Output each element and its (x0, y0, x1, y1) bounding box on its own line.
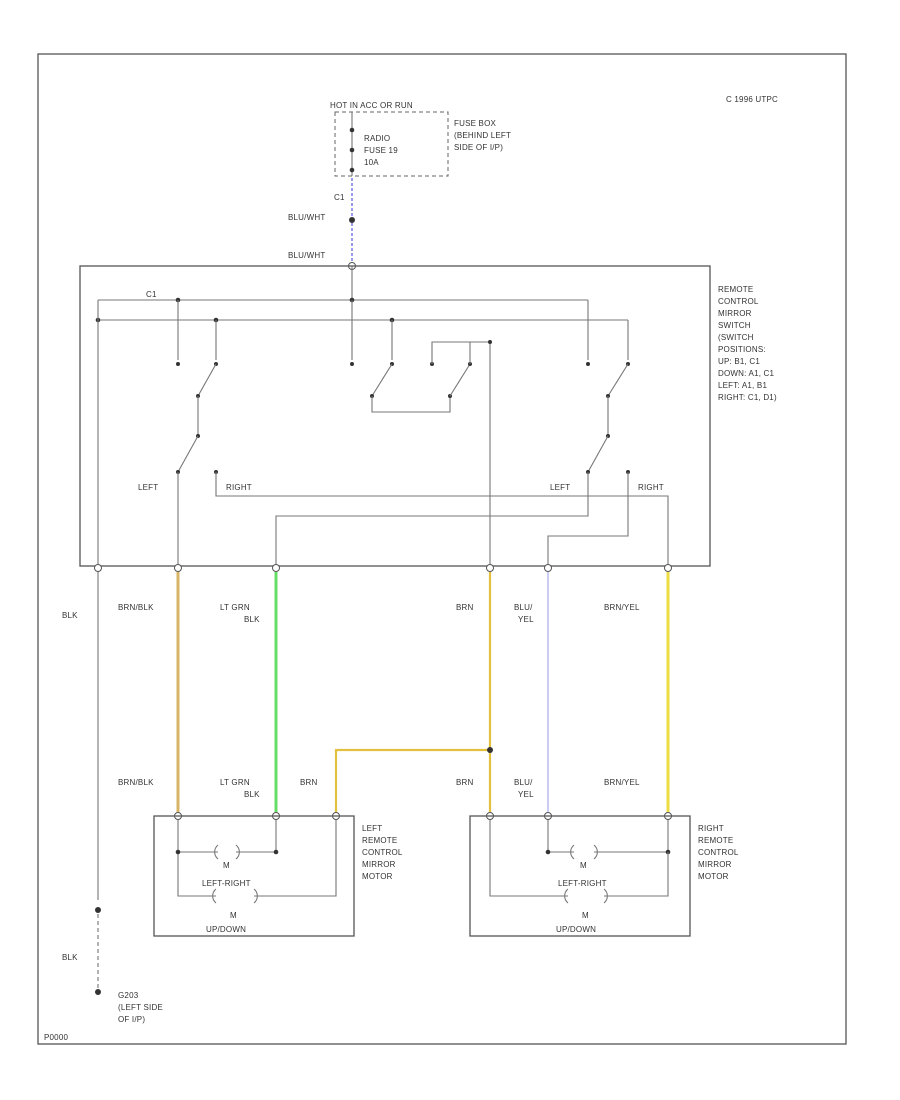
switch-left-label-1: LEFT (138, 483, 158, 492)
lt-grn-wire-label-top-1: LT GRN (220, 603, 250, 612)
fuse-box-label-line-1: FUSE BOX (454, 119, 497, 128)
left-motor-label-3: CONTROL (362, 848, 403, 857)
switch-label-3: MIRROR (718, 309, 752, 318)
lt-grn-wire-label-top-2: BLK (244, 615, 260, 624)
blu-yel-wire-label-bottom-1: BLU/ (514, 778, 533, 787)
fuse-box-label-line-3: SIDE OF I/P) (454, 143, 503, 152)
left-motor-label-2: REMOTE (362, 836, 397, 845)
outer-frame (37, 53, 847, 1045)
switch-label-9: LEFT: A1, B1 (718, 381, 767, 390)
switch-label-6: POSITIONS: (718, 345, 766, 354)
brn-yel-wire-label-top: BRN/YEL (604, 603, 640, 612)
left-motor-label-1: LEFT (362, 824, 382, 833)
feed-wire: C1 BLU/WHT BLU/WHT (288, 178, 356, 270)
switch-label-7: UP: B1, C1 (718, 357, 760, 366)
ground-location-label-2: OF I/P) (118, 1015, 145, 1024)
diagram-code-label: P0000 (44, 1033, 68, 1042)
switch-label-1: REMOTE (718, 285, 753, 294)
fuse-label-line-1: RADIO (364, 134, 390, 143)
right-motor-m-1: M (580, 861, 587, 870)
right-motor-label-1: RIGHT (698, 824, 724, 833)
power-source-label: HOT IN ACC OR RUN (330, 101, 413, 110)
brn-yel-wire-label-bottom: BRN/YEL (604, 778, 640, 787)
switch-pin-label: C1 (146, 290, 157, 299)
left-mirror-motor: M LEFT-RIGHT M UP/DOWN LEFT REMOTE CONTR… (153, 815, 403, 937)
fuse-box: RADIO FUSE 19 10A FUSE BOX (BEHIND LEFT … (334, 111, 511, 177)
right-motor-label-3: CONTROL (698, 848, 739, 857)
right-motor-label-5: MOTOR (698, 872, 729, 881)
brn-left-motor-label: BRN (300, 778, 318, 787)
left-motor-m-1: M (223, 861, 230, 870)
left-motor-label-4: MIRROR (362, 860, 396, 869)
fuse-label-line-2: FUSE 19 (364, 146, 398, 155)
switch-label-10: RIGHT: C1, D1) (718, 393, 777, 402)
right-motor-m-2: M (582, 911, 589, 920)
left-motor-m-2: M (230, 911, 237, 920)
remote-control-mirror-switch: REMOTE CONTROL MIRROR SWITCH (SWITCH POS… (79, 265, 777, 567)
switch-label-2: CONTROL (718, 297, 759, 306)
fuse-label-line-3: 10A (364, 158, 379, 167)
switch-label-4: SWITCH (718, 321, 751, 330)
source-pin-label: C1 (334, 193, 345, 202)
ground-wire-color-upper: BLK (62, 611, 78, 620)
switch-left-label-2: LEFT (550, 483, 570, 492)
copyright-label: C 1996 UTPC (726, 95, 778, 104)
right-motor-label-4: MIRROR (698, 860, 732, 869)
ground-id-label: G203 (118, 991, 139, 1000)
brn-wire-label-top: BRN (456, 603, 474, 612)
left-motor-left-right-label: LEFT-RIGHT (202, 879, 251, 888)
switch-connectors (94, 564, 672, 572)
blu-yel-wire-label-bottom-2: YEL (518, 790, 534, 799)
switch-label-8: DOWN: A1, C1 (718, 369, 775, 378)
switch-right-label-2: RIGHT (638, 483, 664, 492)
lt-grn-wire-label-bottom-2: BLK (244, 790, 260, 799)
harness-wires: BLK BRN/BLK BRN/BLK LT GRN BLK LT GRN BL… (62, 572, 670, 900)
feed-wire-color-upper: BLU/WHT (288, 213, 325, 222)
ground-g203: BLK G203 (LEFT SIDE OF I/P) (62, 907, 163, 1024)
feed-wire-color-lower: BLU/WHT (288, 251, 325, 260)
fuse-box-label-line-2: (BEHIND LEFT (454, 131, 511, 140)
lt-grn-wire-label-bottom-1: LT GRN (220, 778, 250, 787)
right-motor-up-down-label: UP/DOWN (556, 925, 596, 934)
brn-wire-label-bottom: BRN (456, 778, 474, 787)
right-motor-left-right-label: LEFT-RIGHT (558, 879, 607, 888)
blu-yel-wire-label-top-1: BLU/ (514, 603, 533, 612)
brn-blk-wire-label-top: BRN/BLK (118, 603, 154, 612)
left-motor-up-down-label: UP/DOWN (206, 925, 246, 934)
left-motor-label-5: MOTOR (362, 872, 393, 881)
ground-location-label-1: (LEFT SIDE (118, 1003, 163, 1012)
switch-label-5: (SWITCH (718, 333, 754, 342)
right-mirror-motor: M LEFT-RIGHT M UP/DOWN RIGHT REMOTE CONT… (469, 815, 739, 937)
blu-yel-wire-label-top-2: YEL (518, 615, 534, 624)
switch-right-label-1: RIGHT (226, 483, 252, 492)
brn-blk-wire-label-bottom: BRN/BLK (118, 778, 154, 787)
ground-wire-color-lower: BLK (62, 953, 78, 962)
right-motor-label-2: REMOTE (698, 836, 733, 845)
